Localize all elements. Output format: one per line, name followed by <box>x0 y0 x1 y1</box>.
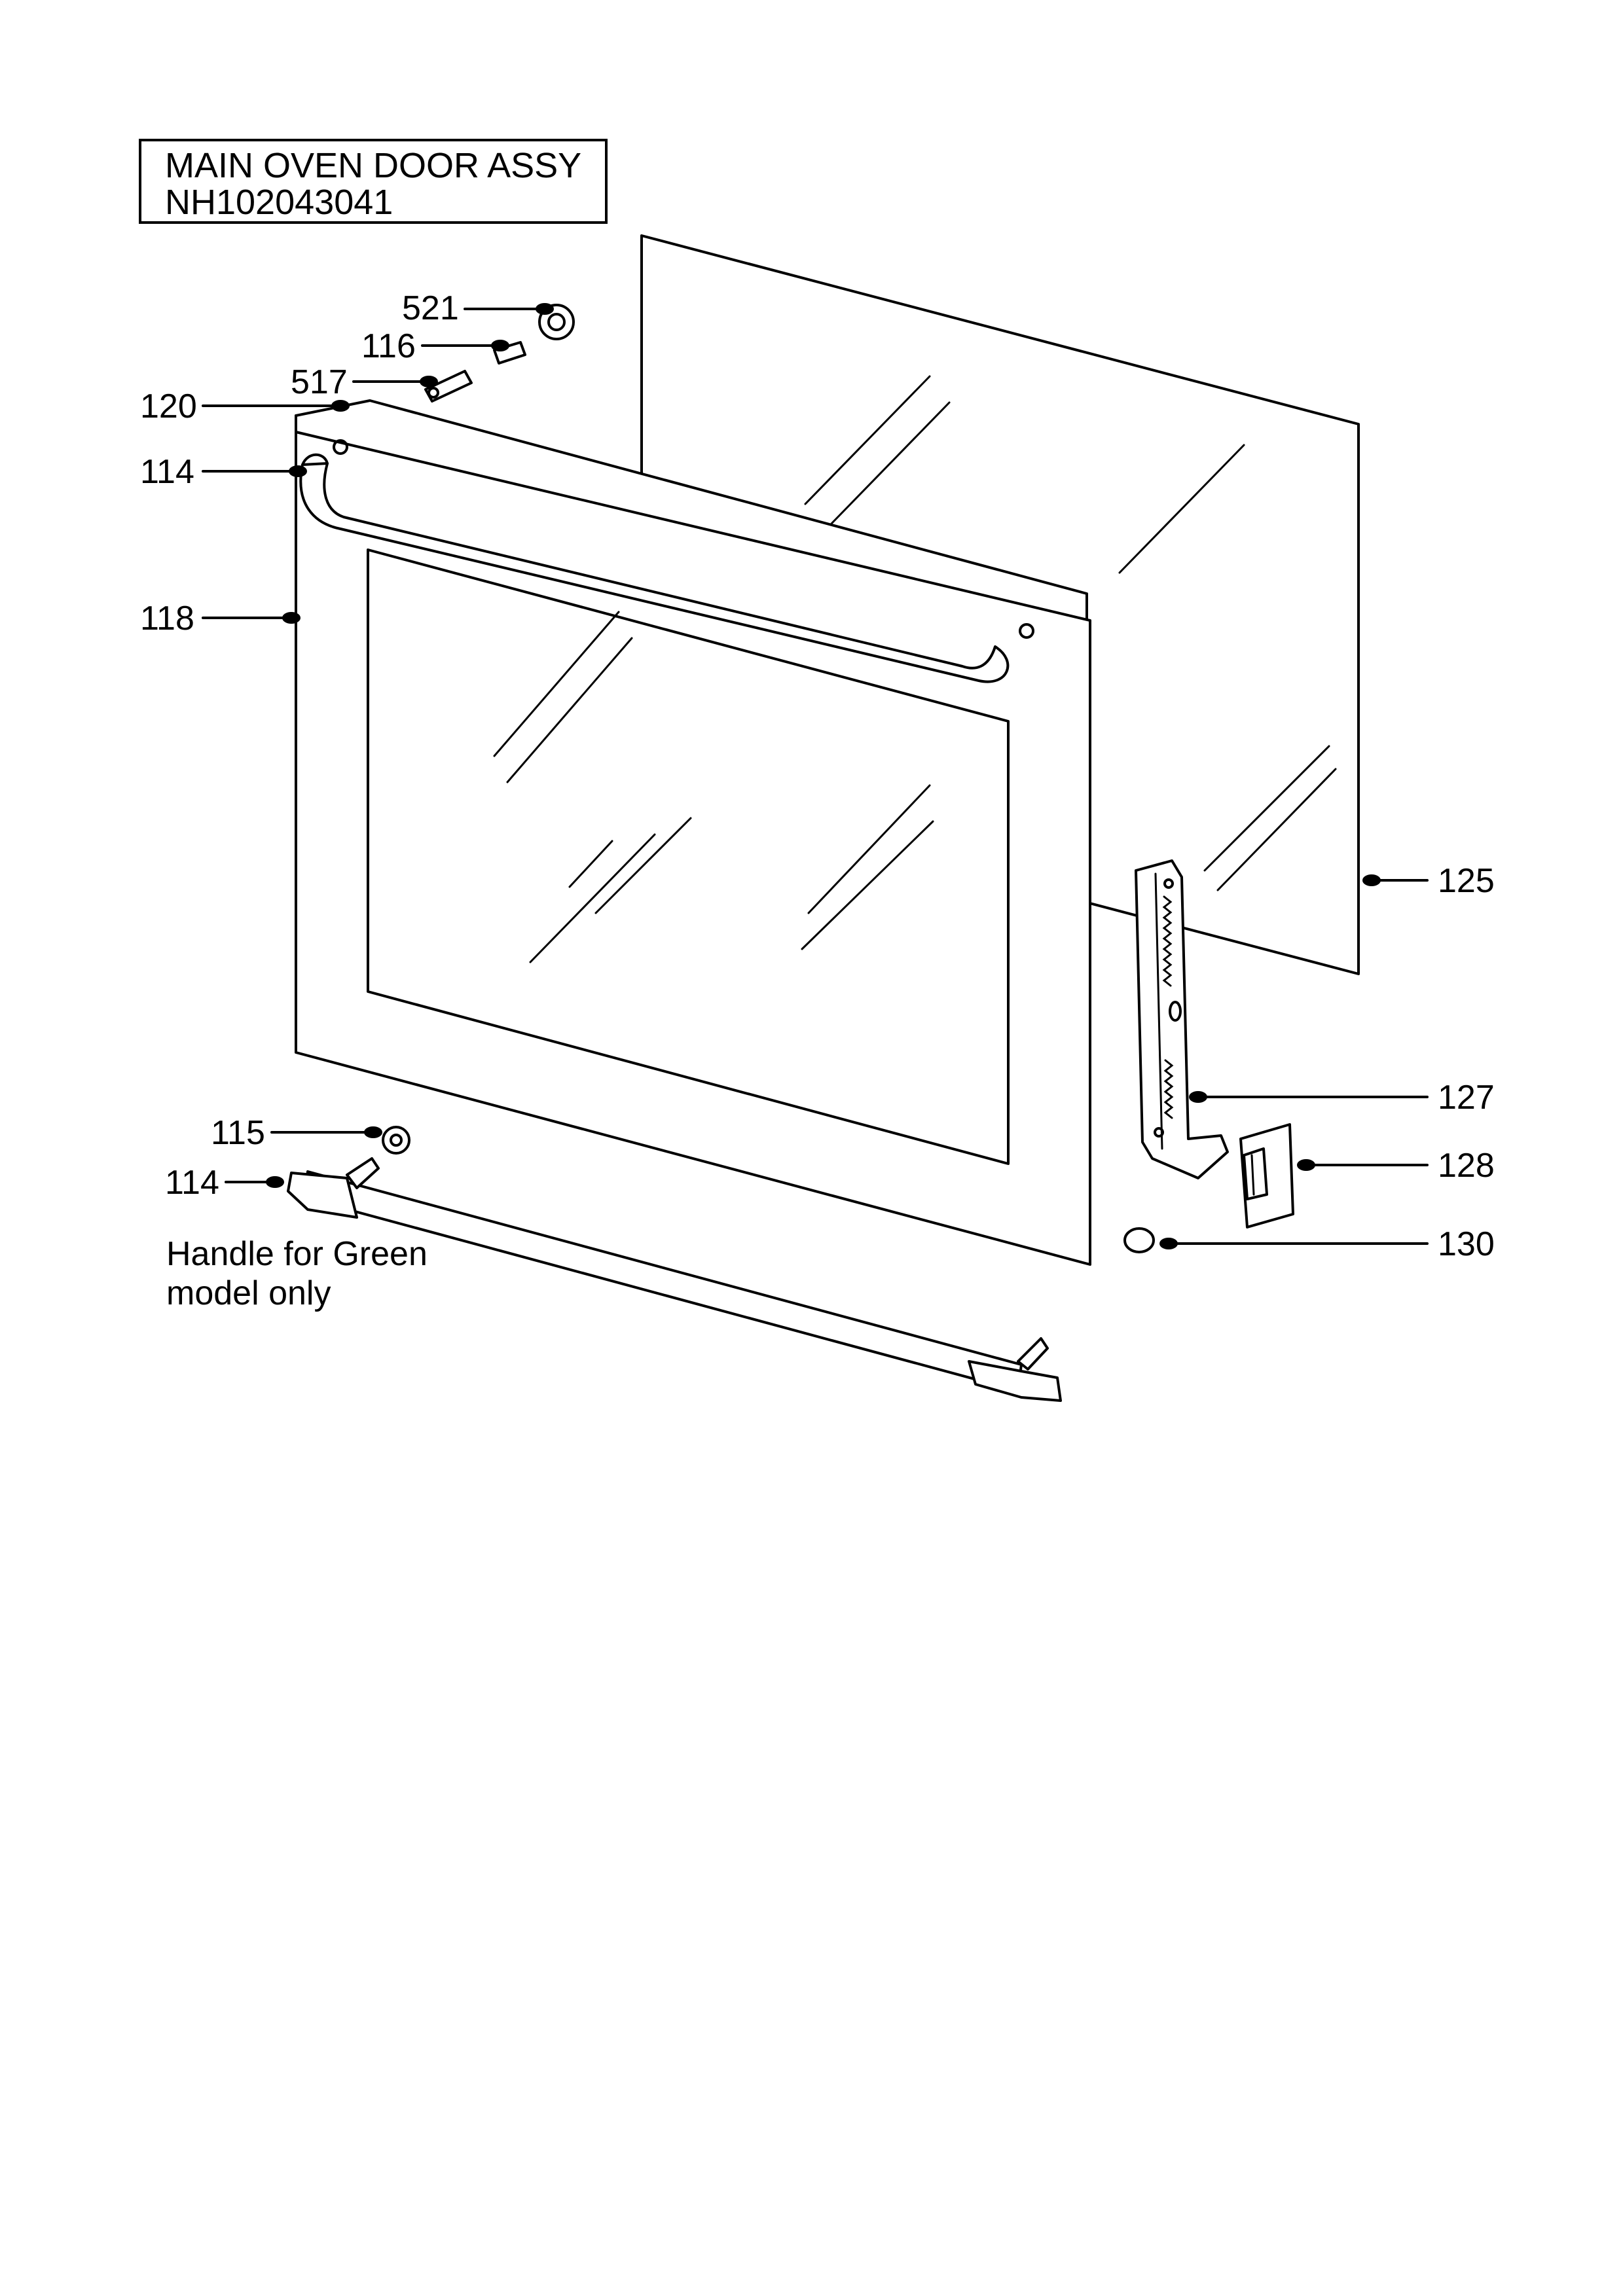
callout-115: 115 <box>211 1114 265 1152</box>
plug-cap <box>1123 1227 1155 1253</box>
callout-521: 521 <box>402 289 459 327</box>
callout-116: 116 <box>361 327 416 365</box>
handle-note-line1: Handle for Green <box>166 1235 428 1273</box>
callout-120: 120 <box>140 387 197 425</box>
callout-125: 125 <box>1438 862 1495 900</box>
washer <box>382 1126 410 1155</box>
part-number: NH102043041 <box>165 183 393 222</box>
diagram-title: MAIN OVEN DOOR ASSY <box>165 146 582 185</box>
leader-lines <box>202 303 1429 1249</box>
handle-note: Handle for Green model only <box>166 1234 428 1313</box>
callout-128: 128 <box>1438 1147 1495 1185</box>
callout-127: 127 <box>1438 1079 1495 1117</box>
hinge-receiver <box>1239 1123 1294 1229</box>
handle-note-line2: model only <box>166 1274 331 1312</box>
callout-114-lower: 114 <box>165 1164 219 1202</box>
front-door-panel <box>295 431 1091 1266</box>
alternate-handle <box>287 1157 1062 1402</box>
title-box: MAIN OVEN DOOR ASSY NH102043041 <box>139 139 608 224</box>
callout-517: 517 <box>291 363 348 401</box>
callout-130: 130 <box>1438 1225 1495 1263</box>
callout-118: 118 <box>140 600 194 637</box>
callout-114-upper: 114 <box>140 453 194 491</box>
door-handle <box>299 453 1010 683</box>
door-hinge <box>1135 859 1229 1179</box>
